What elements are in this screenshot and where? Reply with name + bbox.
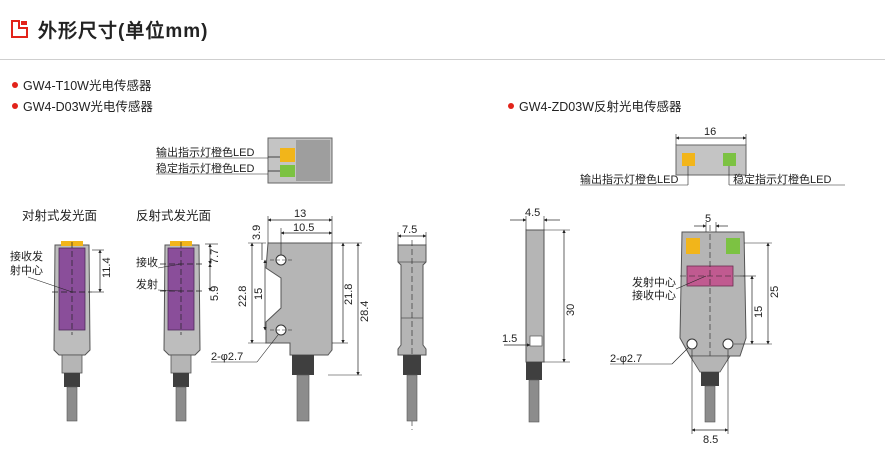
zd-stable-led-label: 稳定指示灯橙色LED [733,172,831,186]
output-led-label: 输出指示灯橙色LED [156,145,254,159]
bullet-zd03w: GW4-ZD03W反射光电传感器 [508,96,682,115]
dim-22-8: 22.8 [237,286,249,307]
zd-hole-left-icon [686,338,698,350]
dim-1-5: 1.5 [502,333,517,345]
emit-label: 发射 [136,277,158,291]
recv-emit-label-2: 射中心 [10,263,43,277]
dim-10-5: 10.5 [293,222,314,234]
reflective-front-view: 接收 发射 7.7 5.9 [136,241,221,422]
dim-16: 16 [704,126,716,138]
bullet-t10w: GW4-T10W光电传感器 [12,75,151,94]
dim-11-4: 11.4 [101,257,113,278]
dim-15: 15 [253,288,265,300]
dim-25: 25 [769,286,781,298]
dim-7-7: 7.7 [209,249,221,264]
page-title: 外形尺寸(单位mm) [38,20,209,42]
header-divider [0,59,885,60]
stable-led-label: 稳定指示灯橙色LED [156,161,254,175]
led-top-view-left: 输出指示灯橙色LED 稳定指示灯橙色LED [156,137,333,184]
bullet-d03w: GW4-D03W光电传感器 [12,96,153,115]
dim-4-5: 4.5 [525,207,540,219]
side-profile-view: 13 10.5 3.9 22.8 15 21.8 28.4 2-φ2.7 [211,208,371,422]
recv-label: 接收 [136,255,158,269]
thru-face-label: 对射式发光面 [22,208,97,223]
thru-beam-front-view: 接收发 射中心 11.4 [10,241,113,422]
zd-output-led-label: 输出指示灯橙色LED [580,172,678,186]
dim-8-5: 8.5 [703,434,718,446]
section-header: 外形尺寸(单位mm) [10,14,208,44]
dim-3-9: 3.9 [251,225,263,240]
dim-13: 13 [294,208,306,220]
refl-face-label: 反射式发光面 [136,208,211,223]
dim-28-4: 28.4 [359,301,371,322]
dim-30: 30 [565,304,577,316]
zd03w-front-view: 5 发射中心 接收中心 15 25 2-φ2.7 8.5 [610,213,781,446]
zd-stable-led-icon [723,153,736,166]
zd03w-top-view: 16 输出指示灯橙色LED 稳定指示灯橙色LED [580,126,845,186]
zd03w-side-view: 4.5 30 1.5 [502,207,577,423]
output-led-icon [280,148,295,162]
hole-callout-left: 2-φ2.7 [211,351,243,363]
zd-output-led-icon [682,153,695,166]
stable-led-icon [280,165,295,177]
zd-hole-right-icon [722,338,734,350]
narrow-front-view: 7.5 [397,224,427,430]
dim-7-5: 7.5 [402,224,417,236]
section-icon [11,20,28,38]
recv-emit-label-1: 接收发 [10,249,43,263]
dim-5-9: 5.9 [209,286,221,301]
dim-5: 5 [705,213,711,225]
hole-callout-right: 2-φ2.7 [610,353,642,365]
dim-21-8: 21.8 [343,284,355,305]
dim-15-right: 15 [753,306,765,318]
emit-center-label: 发射中心 [632,275,676,289]
recv-center-label: 接收中心 [632,288,676,302]
